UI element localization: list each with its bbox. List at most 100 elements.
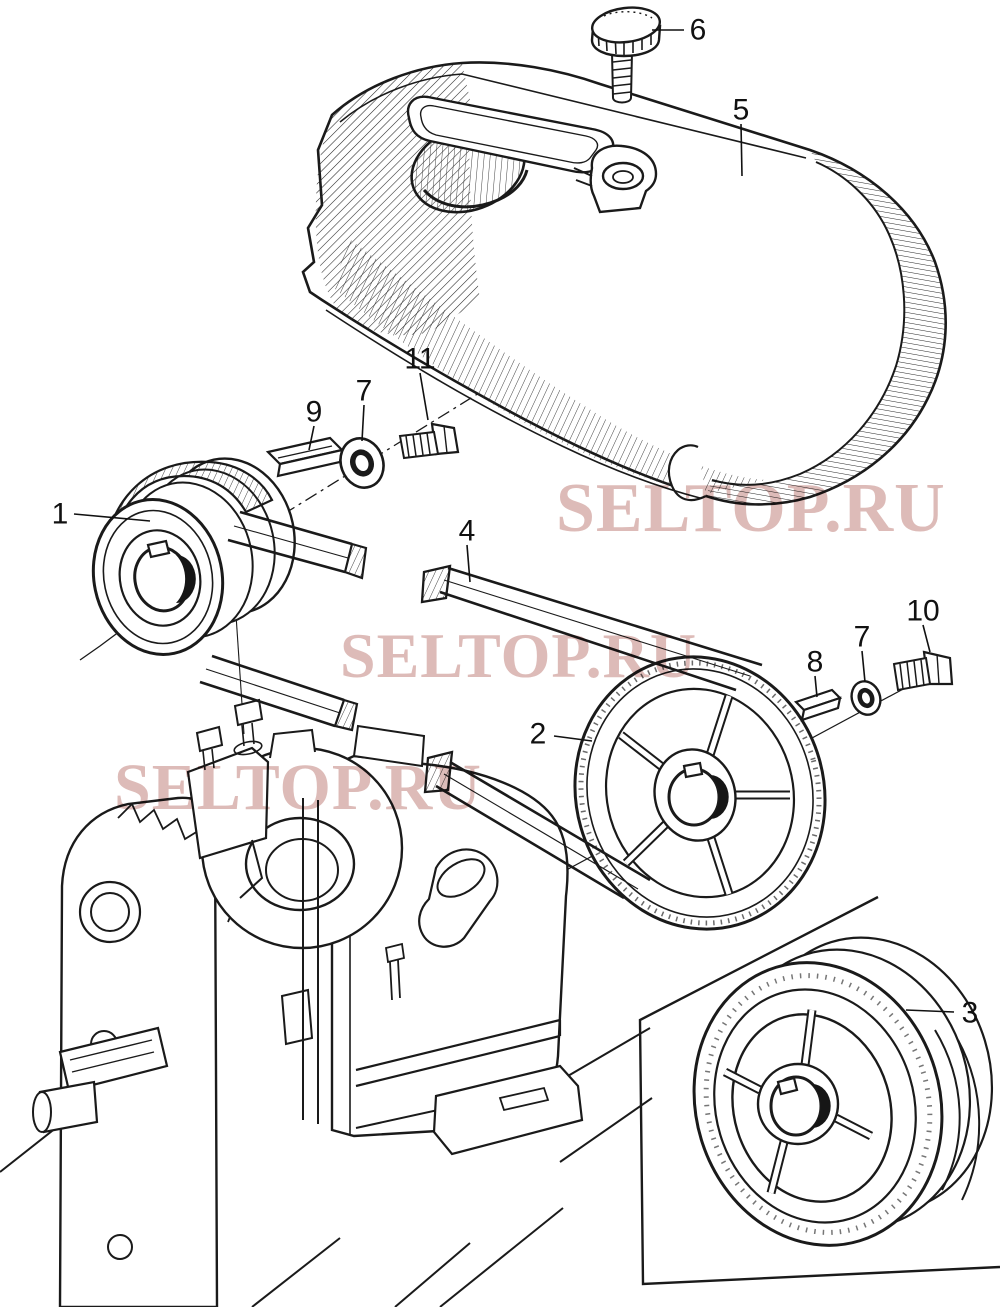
pulley3-face-ring: [713, 988, 917, 1224]
clamp-block: [280, 988, 314, 1046]
cover-tab-eyelet-hole: [612, 170, 634, 184]
cover-boss-inner: [90, 892, 130, 932]
callout-leader-2: [553, 735, 593, 742]
bolt-11-shank: [398, 430, 440, 460]
cover-interior-hatch: [334, 238, 766, 494]
belt1-lower-edge: [205, 668, 341, 714]
callout-label-9: 9: [306, 396, 323, 429]
belt4-lower-run: [435, 760, 651, 900]
callout-leader-4: [466, 544, 471, 583]
callout-label-10: 10: [906, 595, 939, 628]
intake-elbow-opening: [436, 858, 486, 898]
stud: [389, 959, 401, 1001]
bracket-bolt-head: [233, 698, 264, 727]
belt1-cut-end: [343, 542, 368, 580]
pulley2-spokes: [618, 694, 790, 896]
callout-leader-5: [740, 123, 743, 177]
callout-label-8: 8: [807, 646, 824, 679]
pulley1-face-ring: [102, 509, 214, 645]
shroud-slats: [302, 798, 319, 1124]
bolt-10-threads: [899, 659, 925, 690]
drive-pulley: [91, 457, 368, 732]
callout-leader-7: [361, 404, 365, 442]
pulley2-keyway: [682, 761, 704, 779]
callout-leader-1: [73, 513, 151, 522]
cover-curl-tip: [667, 444, 707, 502]
belt-cover: [301, 61, 947, 506]
shroud-tab: [269, 728, 316, 759]
belt1-cut-end: [333, 698, 359, 732]
fasteners-left: [265, 422, 460, 489]
shaft-stub-end: [32, 1091, 52, 1133]
engine-bracket: [186, 746, 270, 860]
belt4-cut-end: [420, 564, 452, 604]
fasteners-right: [793, 650, 954, 722]
pulley2-bore-shadow: [710, 775, 729, 819]
inset-pulley: [638, 895, 1000, 1286]
bolt-11: [398, 422, 460, 460]
thumb-screw: [590, 6, 662, 104]
callout-label-7: 7: [854, 621, 871, 654]
pulley2-bore: [667, 767, 721, 827]
pulley3-bore-shadow: [812, 1084, 831, 1128]
belt1-lower-run: [199, 654, 345, 728]
base-line: [439, 1207, 564, 1307]
washer-7-left-hole: [349, 449, 375, 477]
belt1-upper-edge: [233, 525, 349, 559]
pulley3-recess-ring: [731, 1013, 893, 1203]
bracket-bolt-thread: [202, 748, 215, 771]
small-boss: [107, 1234, 133, 1260]
name-plate-lines: [69, 1039, 155, 1073]
cover-top-inner-edge: [339, 73, 807, 159]
washer-7-right: [850, 680, 882, 716]
mounting-rail: [355, 1018, 562, 1088]
pulley1-bore-shadow: [176, 555, 196, 603]
bracket-arm: [239, 839, 264, 899]
inset-box: [638, 895, 1000, 1286]
belt4-cut-end: [423, 750, 454, 794]
cover-tab-slot: [573, 167, 593, 187]
base-line: [394, 1242, 471, 1307]
pulley3-rim-texture: [703, 973, 933, 1235]
callout-label-6: 6: [690, 14, 707, 47]
callout-label-4: 4: [459, 515, 476, 548]
callout-label-7: 7: [356, 375, 373, 408]
pulley1-belt-wrap: [102, 460, 274, 562]
belt4-upper-edge: [443, 579, 751, 677]
callout-label-1: 1: [52, 498, 69, 531]
callout-leader-11: [419, 372, 429, 421]
pulley2-rim-texture: [578, 660, 822, 926]
pulley3-groove-edges: [934, 1029, 981, 1201]
callout-leader-10: [922, 624, 931, 653]
callout-label-5: 5: [733, 94, 750, 127]
belt4-lower-edge: [443, 773, 639, 890]
pulley3-keyway: [776, 1076, 799, 1096]
base-line: [251, 1237, 341, 1307]
bolt-10-facet: [936, 653, 940, 685]
driven-pulley: [573, 655, 827, 931]
screw-knob-texture: [603, 11, 653, 19]
belt1-upper-run: [227, 510, 353, 574]
bolt-10: [892, 650, 954, 692]
bracket-washer: [233, 740, 263, 756]
cover-to-pulley-axis-line: [244, 301, 627, 539]
pulley1-keyway: [146, 539, 171, 559]
screw-knob-top: [590, 6, 662, 44]
callout-leader-9: [308, 425, 315, 451]
callout-label-11: 11: [404, 343, 435, 376]
name-plate: [58, 1026, 169, 1093]
stud-head: [384, 942, 406, 964]
foot-slot: [498, 1086, 550, 1112]
cover-band-inner-edge: [711, 161, 906, 486]
bolt-11-threads: [405, 432, 431, 458]
screw-threads: [612, 59, 632, 95]
cover-oval-shadow: [422, 169, 529, 209]
callout-leader-8: [814, 675, 818, 698]
callout-label-2: 2: [530, 718, 547, 751]
bracket-bolt-head: [195, 725, 224, 753]
crankcase-top-block: [352, 724, 426, 768]
washer-7-right-hole: [857, 687, 875, 709]
